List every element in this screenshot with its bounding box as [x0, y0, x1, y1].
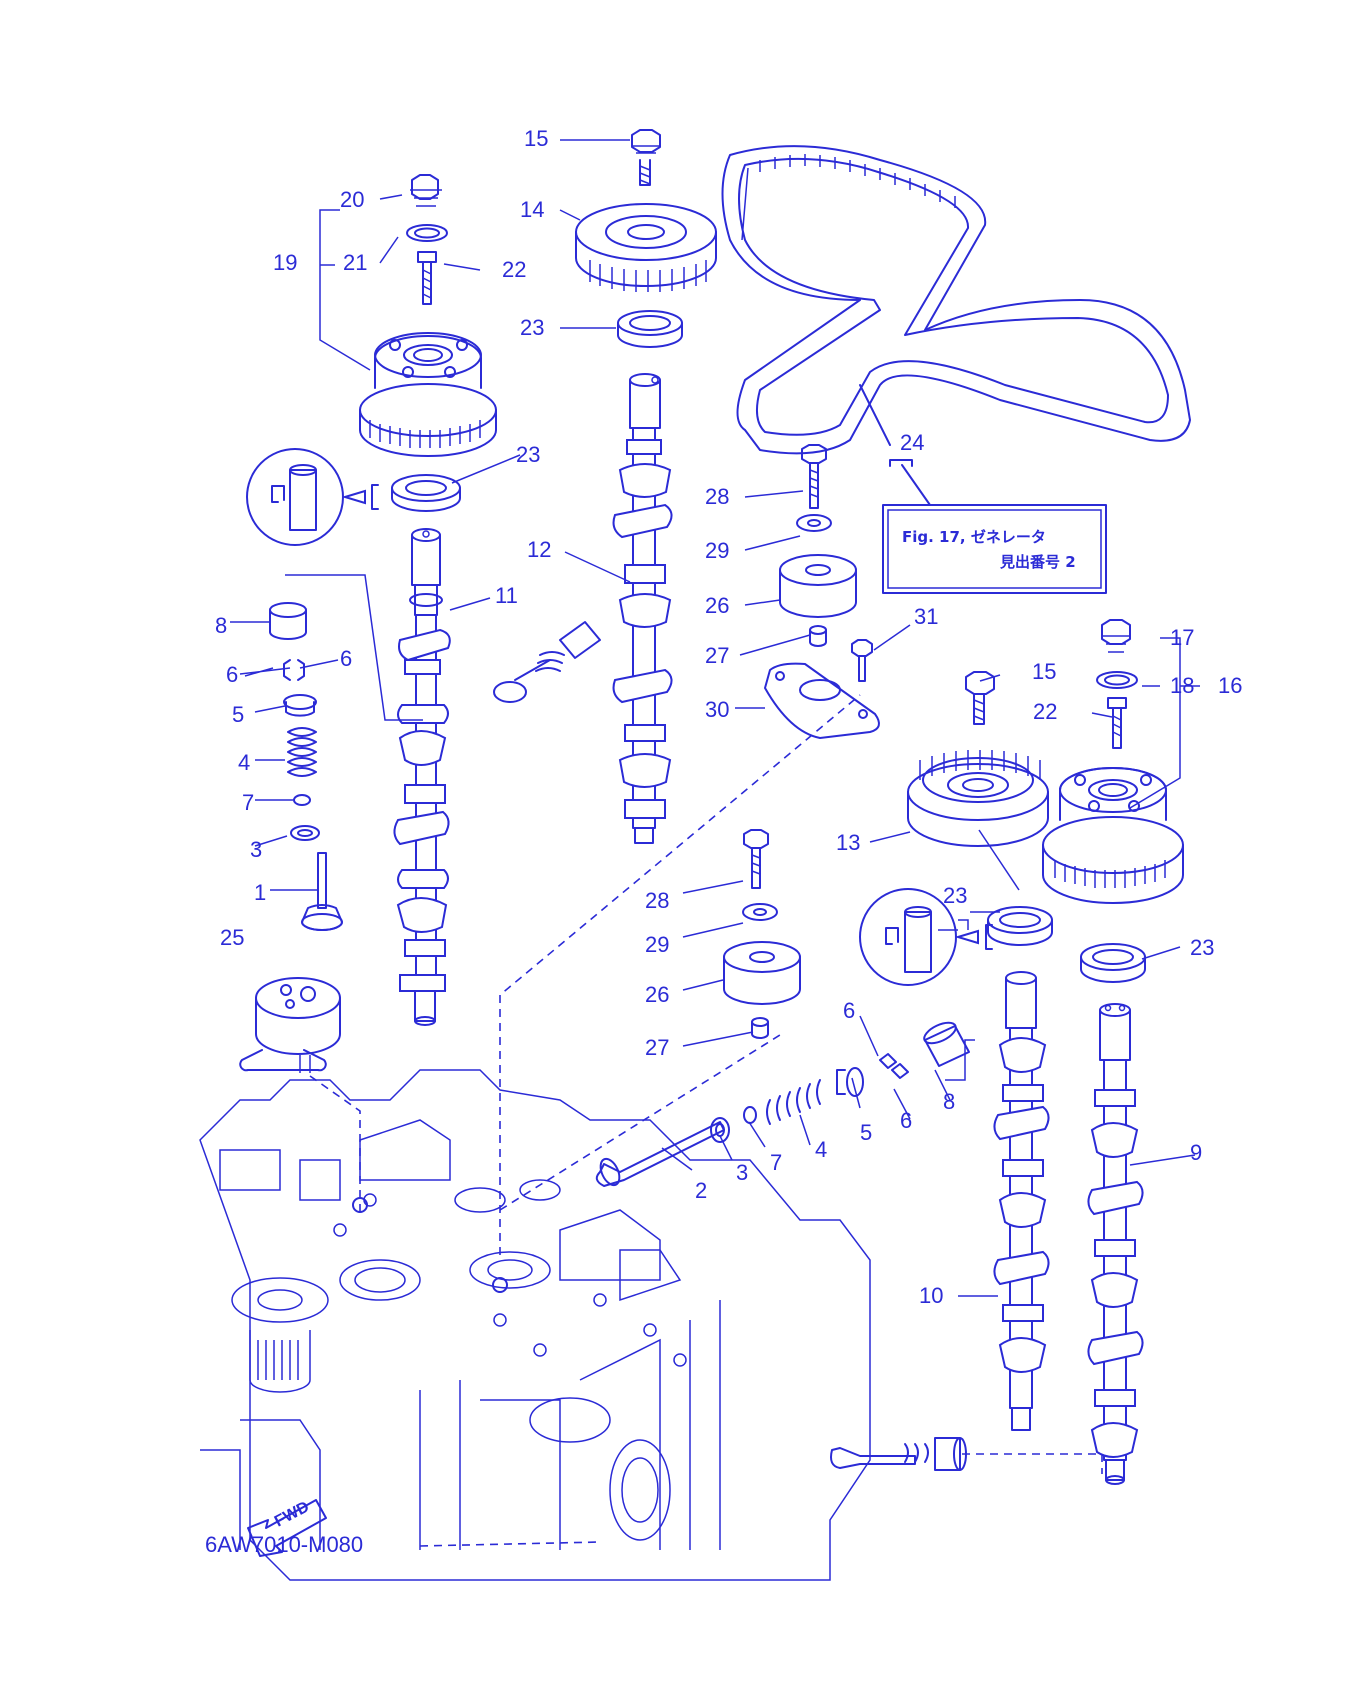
right-cam-pulley-13	[907, 671, 1049, 847]
lower-idler-assembly	[723, 829, 801, 1039]
right-lower-valve	[830, 1437, 967, 1471]
callout-31: 31	[914, 604, 938, 629]
callout-8b: 8	[943, 1089, 955, 1114]
left-camshaft	[393, 528, 451, 1026]
callout-16: 16	[1218, 673, 1242, 698]
fwd-label: FWD	[272, 1498, 312, 1530]
callout-15b: 15	[1032, 659, 1056, 684]
callout-7b: 7	[770, 1150, 782, 1175]
detail-circle-left	[246, 448, 379, 546]
center-camshaft	[493, 373, 673, 844]
callout-20: 20	[340, 187, 364, 212]
callout-2: 2	[695, 1178, 707, 1203]
timing-belt	[721, 145, 1191, 455]
callout-11: 11	[495, 583, 518, 608]
callout-28: 28	[705, 484, 729, 509]
callout-8: 8	[215, 613, 227, 638]
left-cam-pulley-assembly	[359, 174, 497, 512]
upper-idler-assembly	[764, 444, 880, 739]
callout-29b: 29	[645, 932, 669, 957]
right-seals	[987, 906, 1146, 983]
callout-5: 5	[232, 702, 244, 727]
callout-6c: 6	[843, 998, 855, 1023]
callout-18: 18	[1170, 673, 1194, 698]
callout-6b: 6	[340, 646, 352, 671]
callout-3: 3	[250, 837, 262, 862]
callout-26: 26	[705, 593, 729, 618]
callout-10: 10	[919, 1283, 943, 1308]
callout-24: 24	[900, 430, 924, 455]
callout-3b: 3	[736, 1160, 748, 1185]
callout-6: 6	[226, 662, 238, 687]
callout-19: 19	[273, 250, 297, 275]
callout-15: 15	[524, 126, 548, 151]
callout-labels: 20 21 19 22 23 8 6 6 5 4 7 3 1 25 11 15 …	[215, 126, 1242, 1308]
leader-lines	[230, 139, 1200, 1547]
callout-27b: 27	[645, 1035, 669, 1060]
callout-22b: 22	[1033, 699, 1057, 724]
callout-13: 13	[836, 830, 860, 855]
callout-14: 14	[520, 197, 544, 222]
reference-line-1: Fig. 17, ゼネレータ	[902, 528, 1046, 546]
callout-23b: 23	[520, 315, 544, 340]
center-cam-pulley	[575, 129, 717, 348]
callout-30: 30	[705, 697, 729, 722]
callout-4: 4	[238, 750, 250, 775]
callout-7: 7	[242, 790, 254, 815]
callout-6d: 6	[900, 1108, 912, 1133]
callout-17: 17	[1170, 625, 1194, 650]
engine-block	[199, 1069, 871, 1581]
right-valve-train	[595, 1021, 970, 1187]
callout-23: 23	[516, 442, 540, 467]
callout-21: 21	[343, 250, 367, 275]
callout-28b: 28	[645, 888, 669, 913]
right-vvt-pulley	[1042, 619, 1184, 904]
callout-1: 1	[254, 880, 266, 905]
callout-27: 27	[705, 643, 729, 668]
reference-box: Fig. 17, ゼネレータ 見出番号 2	[882, 504, 1107, 594]
right-camshaft-10	[993, 971, 1050, 1431]
callout-5b: 5	[860, 1120, 872, 1145]
callout-25: 25	[220, 925, 244, 950]
callout-29: 29	[705, 538, 729, 563]
tensioner	[239, 977, 341, 1073]
callout-23c: 23	[943, 883, 967, 908]
callout-4b: 4	[815, 1137, 827, 1162]
diagram-code: 6AW7010-M080	[205, 1532, 363, 1557]
callout-9: 9	[1190, 1140, 1202, 1165]
left-valve-train	[269, 602, 343, 931]
callout-12: 12	[527, 537, 551, 562]
right-camshaft-9	[1087, 1003, 1144, 1485]
reference-line-2: 見出番号 2	[999, 553, 1076, 571]
callout-26b: 26	[645, 982, 669, 1007]
detail-circle-right	[859, 888, 993, 986]
callout-22: 22	[502, 257, 526, 282]
callout-23d: 23	[1190, 935, 1214, 960]
